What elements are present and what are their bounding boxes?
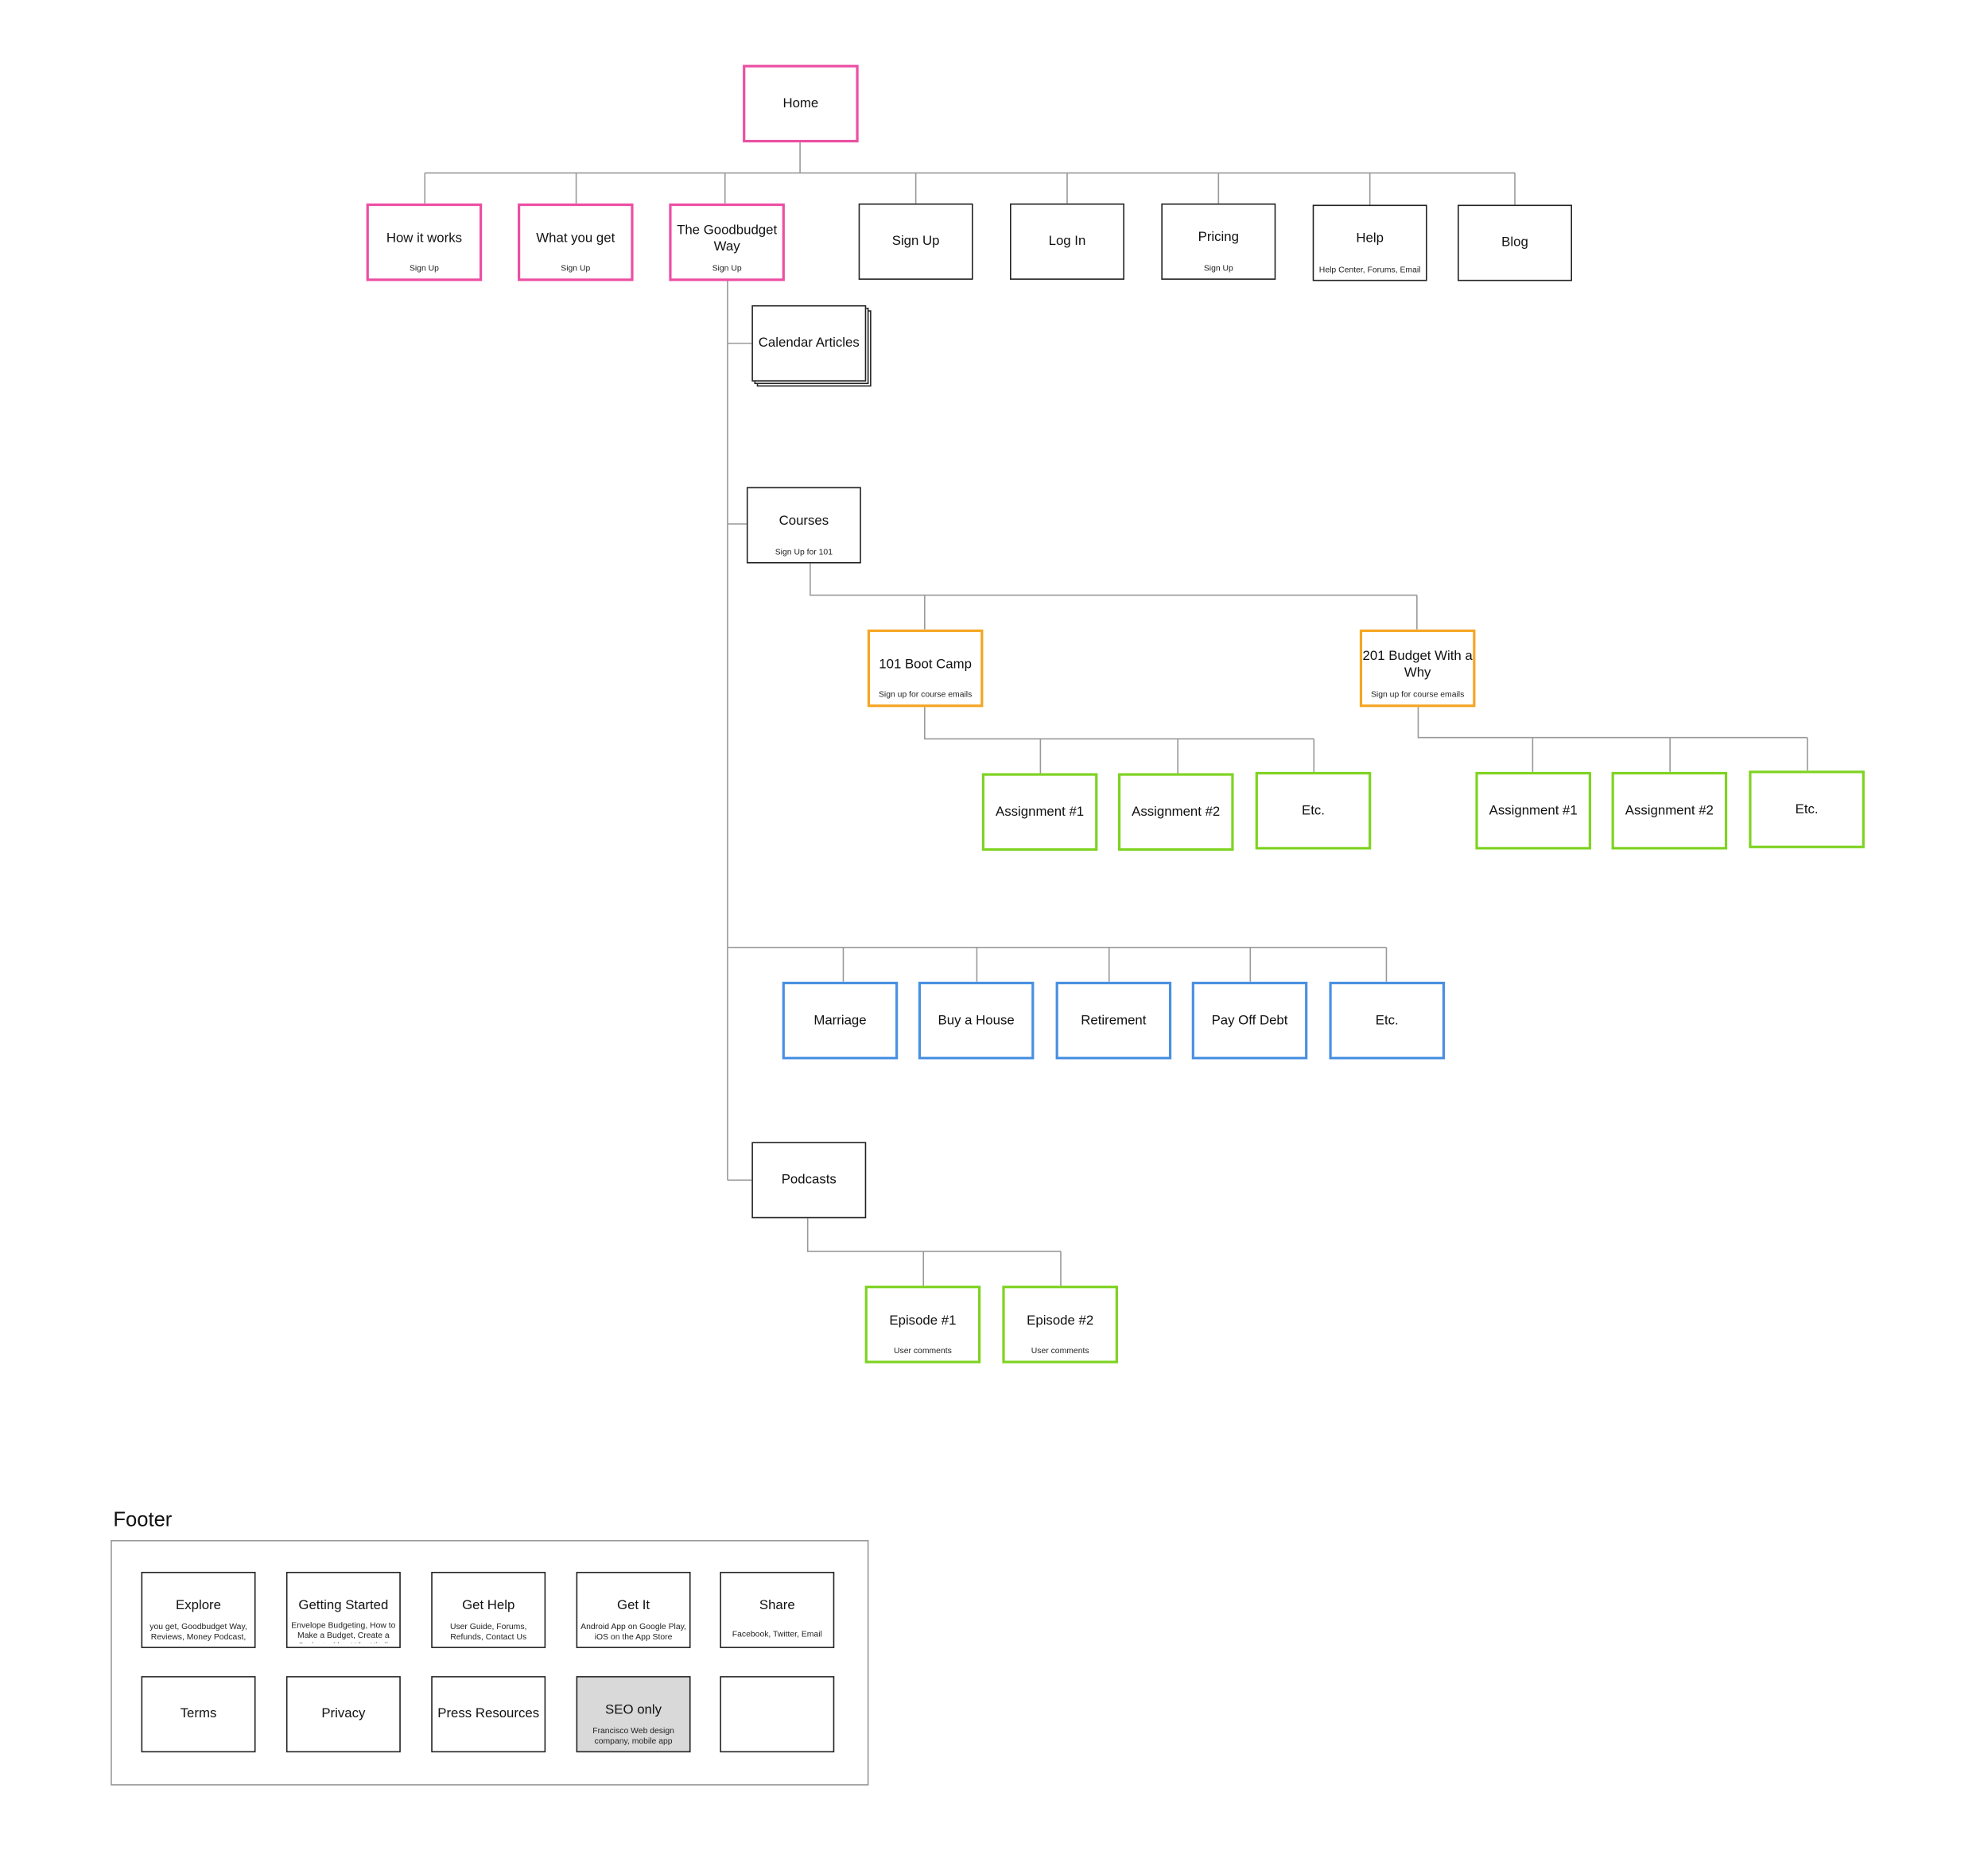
footer-frame xyxy=(111,1539,869,1786)
node-subtitle: Sign Up xyxy=(561,264,591,273)
node-title: Get It xyxy=(617,1597,650,1614)
node-201-assignment-1[interactable]: Assignment #1 xyxy=(1475,771,1591,850)
node-title: Getting Started xyxy=(298,1597,389,1614)
node-101-assignment-1[interactable]: Assignment #1 xyxy=(981,773,1098,852)
footer-press-resources[interactable]: Press Resources xyxy=(431,1676,546,1753)
node-title: Blog xyxy=(1501,235,1528,250)
node-title: Terms xyxy=(180,1705,217,1721)
footer-get-it[interactable]: Get It Android App on Google Play, iOS on… xyxy=(576,1571,691,1648)
connector-goodbudget-trunk xyxy=(727,279,1388,1181)
node-title: Episode #1 xyxy=(889,1312,957,1329)
node-episode-1[interactable]: Episode #1 User comments xyxy=(864,1286,981,1364)
node-title: Explore xyxy=(176,1597,221,1614)
node-topic-etc[interactable]: Etc. xyxy=(1329,981,1446,1060)
node-subtitle: User Guide, Forums, Refunds, Contact Us xyxy=(449,1622,527,1642)
node-topic-marriage[interactable]: Marriage xyxy=(782,981,899,1060)
node-subtitle: you get, Goodbudget Way, Reviews, Money … xyxy=(149,1622,247,1642)
node-title: SEO only xyxy=(605,1702,662,1718)
node-title: Help xyxy=(1356,231,1384,246)
node-title: Press Resources xyxy=(437,1705,540,1721)
node-title: Sign Up xyxy=(891,233,940,249)
node-title: Courses xyxy=(779,513,829,529)
node-title: Privacy xyxy=(321,1705,366,1721)
node-title: Retirement xyxy=(1081,1012,1147,1028)
footer-explore[interactable]: Explore you get, Goodbudget Way, Reviews,… xyxy=(141,1571,256,1648)
node-subtitle: Sign Up xyxy=(409,264,439,273)
node-title: Episode #2 xyxy=(1027,1312,1094,1329)
connector-home xyxy=(424,139,1516,205)
home-node[interactable]: Home xyxy=(743,64,859,143)
connector-101 xyxy=(924,705,1315,774)
node-101-etc[interactable]: Etc. xyxy=(1255,771,1372,850)
node-topic-pay-off-debt[interactable]: Pay Off Debt xyxy=(1191,981,1308,1060)
node-101-assignment-2[interactable]: Assignment #2 xyxy=(1117,773,1234,852)
node-subtitle: Sign up for course emails xyxy=(1370,690,1465,700)
node-title: Podcasts xyxy=(781,1171,837,1188)
node-episode-2[interactable]: Episode #2 User comments xyxy=(1002,1286,1118,1364)
connector-courses xyxy=(810,563,1418,630)
node-log-in[interactable]: Log In xyxy=(1010,203,1124,280)
node-subtitle: Francisco Web design company, mobile app xyxy=(592,1727,674,1747)
node-subtitle: Android App on Google Play, iOS on the A… xyxy=(580,1622,686,1642)
node-title: 201 Budget With a Why xyxy=(1362,648,1473,681)
footer-label: Footer xyxy=(113,1509,173,1531)
node-podcasts[interactable]: Podcasts xyxy=(751,1142,867,1219)
node-subtitle: Sign Up for 101 xyxy=(775,548,833,557)
node-title: Etc. xyxy=(1302,802,1325,818)
node-title: Share xyxy=(759,1597,795,1614)
node-title: Calendar Articles xyxy=(758,335,860,351)
node-title: Assignment #1 xyxy=(996,803,1085,820)
node-subtitle: Facebook, Twitter, Email xyxy=(732,1630,822,1639)
connector-201 xyxy=(1417,705,1808,772)
node-title: Log In xyxy=(1048,233,1086,249)
node-calendar-articles[interactable]: Calendar Articles xyxy=(751,305,867,382)
node-title: Get Help xyxy=(462,1597,515,1614)
node-subtitle: User comments xyxy=(894,1346,952,1356)
node-201-assignment-2[interactable]: Assignment #2 xyxy=(1611,771,1728,850)
node-title: Etc. xyxy=(1795,801,1819,817)
node-title: 101 Boot Camp xyxy=(879,656,972,672)
node-title: Etc. xyxy=(1375,1012,1399,1028)
node-title: Assignment #1 xyxy=(1489,802,1578,818)
footer-empty[interactable] xyxy=(720,1676,835,1753)
node-title: How it works xyxy=(386,230,463,246)
node-title: The Goodbudget Way xyxy=(677,222,778,254)
node-title: Pay Off Debt xyxy=(1211,1012,1288,1028)
node-blog[interactable]: Blog xyxy=(1458,204,1572,281)
footer-terms[interactable]: Terms xyxy=(141,1676,256,1753)
node-title: Pricing xyxy=(1198,229,1239,246)
node-subtitle: Help Center, Forums, Email xyxy=(1318,266,1421,275)
node-topic-buy-a-house[interactable]: Buy a House xyxy=(918,981,1035,1060)
node-title: Buy a House xyxy=(938,1012,1015,1028)
node-subtitle: Envelope Budgeting, How to Make a Budget… xyxy=(291,1621,396,1643)
node-subtitle: Sign up for course emails xyxy=(878,690,973,700)
footer-privacy[interactable]: Privacy xyxy=(285,1676,401,1753)
node-topic-retirement[interactable]: Retirement xyxy=(1055,981,1172,1060)
node-subtitle: Sign Up xyxy=(712,264,742,273)
connector-podcasts xyxy=(806,1218,1062,1286)
node-sign-up[interactable]: Sign Up xyxy=(858,203,973,280)
node-title: What you get xyxy=(536,230,615,246)
node-title: Home xyxy=(782,95,819,111)
node-title: Assignment #2 xyxy=(1132,803,1221,820)
node-subtitle: User comments xyxy=(1031,1346,1089,1356)
node-title: Marriage xyxy=(813,1012,867,1028)
node-title: Assignment #2 xyxy=(1625,802,1714,818)
node-201-etc[interactable]: Etc. xyxy=(1749,770,1865,848)
node-subtitle: Sign Up xyxy=(1203,264,1233,273)
